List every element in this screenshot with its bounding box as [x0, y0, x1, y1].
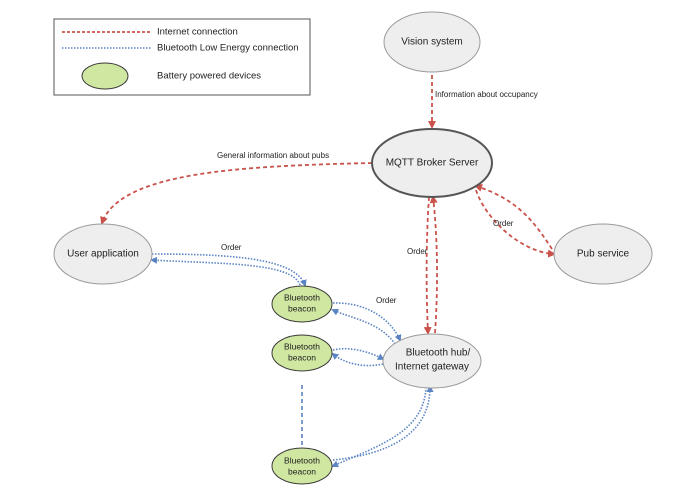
pub-service-node: Pub service [553, 223, 653, 285]
beacon-1-label-line2: beacon [288, 303, 316, 313]
vision-system-node: Vision system [383, 11, 481, 73]
edge-beacon1-to-hub [332, 302, 402, 342]
beacon-3-label-line1: Bluetooth [284, 455, 320, 465]
edge-mqtt-to-pub [475, 189, 556, 258]
legend-battery-swatch [81, 62, 129, 90]
label-order-user: Order [221, 243, 242, 252]
user-application-node: User application [53, 223, 153, 285]
bluetooth-hub-label-line1: Bluetooth hub/ [406, 348, 471, 359]
edge-mqtt-to-user-app [100, 162, 373, 225]
edge-user-app-to-beacon1 [151, 253, 307, 287]
user-application-label: User application [67, 249, 139, 260]
edge-hub-to-beacon2 [331, 352, 384, 367]
beacon-2-label-line2: beacon [288, 352, 316, 362]
bluetooth-hub-label-line2: Internet gateway [395, 362, 469, 373]
bluetooth-beacon-2: Bluetooth beacon [271, 334, 333, 372]
beacon-1-label-line1: Bluetooth [284, 292, 320, 302]
mqtt-broker-node: MQTT Broker Server [371, 128, 493, 198]
bluetooth-beacon-1: Bluetooth beacon [271, 285, 333, 323]
edge-labels: Information about occupancy General info… [217, 90, 538, 305]
pub-service-label: Pub service [577, 249, 630, 260]
edge-hub-to-beacon1 [331, 308, 396, 345]
edge-pub-to-mqtt [474, 184, 553, 250]
edge-beacon2-to-hub [332, 347, 385, 360]
legend: Internet connection Bluetooth Low Energy… [53, 18, 311, 96]
label-occupancy: Information about occupancy [435, 90, 538, 99]
legend-ble-label: Bluetooth Low Energy connection [157, 43, 299, 54]
beacon-2-label-line1: Bluetooth [284, 341, 320, 351]
vision-system-label: Vision system [401, 37, 463, 48]
internet-connections [100, 75, 556, 335]
label-order-hub: Order [407, 247, 428, 256]
label-order-pub: Order [493, 219, 514, 228]
bluetooth-hub-node: Bluetooth hub/ Internet gateway [382, 333, 482, 389]
label-order-beacon: Order [376, 296, 397, 305]
mqtt-broker-label: MQTT Broker Server [386, 158, 479, 169]
ble-connections [150, 253, 434, 468]
label-pubs-info: General information about pubs [217, 151, 329, 160]
bluetooth-beacon-3: Bluetooth beacon [271, 447, 333, 485]
edge-hub-to-mqtt [429, 195, 438, 334]
legend-battery-label: Battery powered devices [157, 71, 261, 82]
edge-mqtt-to-hub [423, 196, 432, 335]
edge-beacon1-to-user-app [150, 256, 301, 286]
legend-internet-label: Internet connection [157, 27, 238, 38]
beacon-3-label-line2: beacon [288, 466, 316, 476]
edge-beacon3-to-hub [332, 385, 434, 461]
edge-hub-to-beacon3 [331, 386, 427, 468]
